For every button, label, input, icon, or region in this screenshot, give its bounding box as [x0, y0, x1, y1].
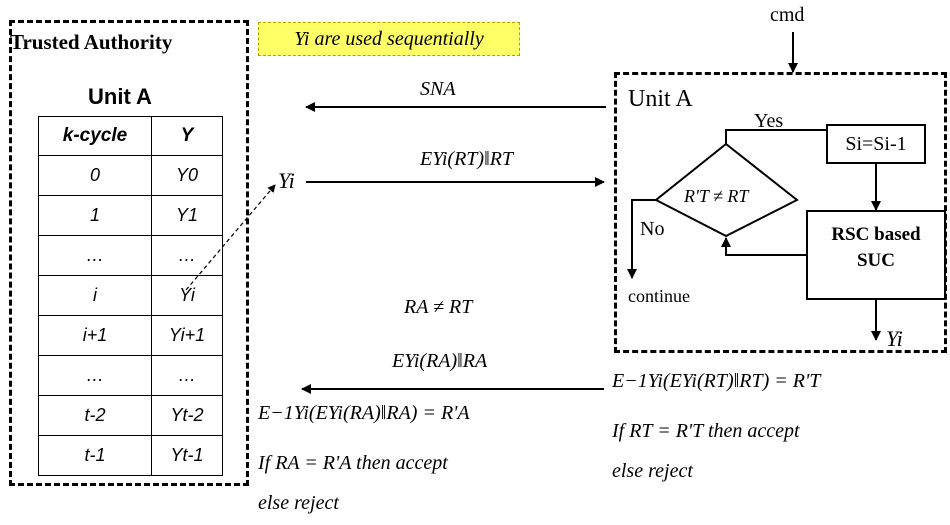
cell-k-cycle: t-2	[38, 395, 152, 436]
decision-diamond	[654, 142, 799, 238]
decision-label: R'T ≠ RT	[684, 186, 749, 206]
arrow-yes	[725, 129, 826, 144]
cell-y: …	[151, 355, 223, 396]
continue-label: continue	[628, 286, 690, 306]
trusted-authority-panel	[9, 20, 249, 486]
msg-if-a-1: If RA = R'A then accept	[258, 452, 448, 474]
msg-dec-ra: E−1Yi(EYi(RA)‖RA) = R'A	[258, 402, 470, 424]
table-row: ……	[38, 355, 223, 396]
sequential-note: Yi are used sequentially	[258, 22, 520, 56]
msg-if-t-1: If RT = R'T then accept	[612, 420, 800, 442]
cell-y: Y1	[151, 195, 223, 236]
arrow-no	[627, 199, 656, 279]
cell-k-cycle: 0	[38, 155, 152, 196]
msg-enc-ra: EYi(RA)‖RA	[392, 350, 488, 372]
label-yi-left: Yi	[278, 168, 295, 193]
msg-enc-rt: EYi(RT)‖RT	[420, 148, 514, 170]
cell-y: Y0	[151, 155, 223, 196]
output-yi: Yi	[886, 326, 903, 351]
header-k-cycle: k-cycle	[38, 116, 152, 156]
yes-label: Yes	[754, 110, 784, 132]
cell-y: Yt-1	[151, 435, 223, 476]
header-y: Y	[151, 116, 223, 156]
msg-dec-rt: E−1Yi(EYi(RT)‖RT) = R'T	[612, 370, 821, 392]
cell-k-cycle: i+1	[38, 315, 152, 356]
register-label: Si=Si-1	[845, 133, 907, 155]
table-row: ……	[38, 235, 223, 276]
cell-k-cycle: t-1	[38, 435, 152, 476]
trusted-authority-title: Trusted Authority	[10, 30, 173, 54]
cell-k-cycle: i	[38, 275, 152, 316]
rsc-line-1: RSC based	[831, 224, 921, 245]
cell-y: …	[151, 235, 223, 276]
cell-y: Yi+1	[151, 315, 223, 356]
msg-sn: SNA	[420, 78, 456, 100]
cell-k-cycle: …	[38, 235, 152, 276]
key-table-header: k-cycle Y	[38, 116, 223, 156]
no-label: No	[640, 218, 665, 240]
rsc-suc-box: RSC based SUC	[806, 210, 946, 300]
cell-k-cycle: …	[38, 355, 152, 396]
msg-if-t-2: else reject	[612, 460, 693, 482]
msg-ra-neq: RA ≠ RT	[404, 296, 473, 318]
register-box: Si=Si-1	[826, 124, 926, 164]
unit-a-title: Unit A	[628, 86, 693, 112]
msg-if-a-2: else reject	[258, 492, 339, 514]
ta-unit-title: Unit A	[88, 84, 152, 109]
arrow-feedback	[721, 237, 806, 256]
cell-y: Yt-2	[151, 395, 223, 436]
rsc-line-2: SUC	[856, 250, 895, 271]
cmd-label: cmd	[770, 4, 805, 26]
cell-k-cycle: 1	[38, 195, 152, 236]
cell-y: Yi	[151, 275, 223, 316]
